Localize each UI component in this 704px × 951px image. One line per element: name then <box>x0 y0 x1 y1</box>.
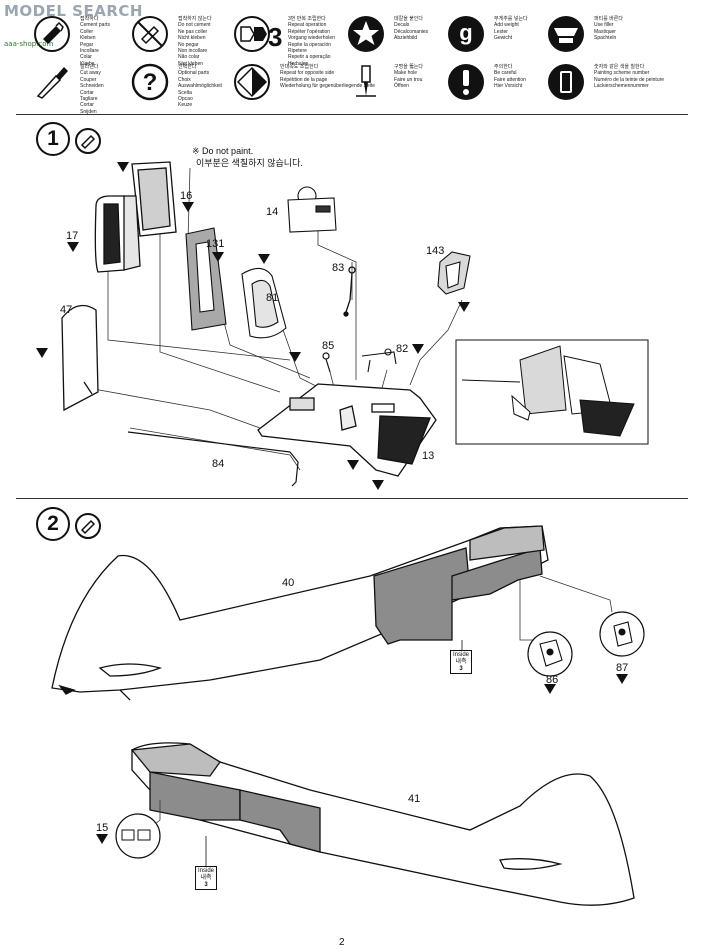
part-82-label: 82 <box>396 343 409 355</box>
step-divider <box>16 498 688 499</box>
step-2-glue-icon <box>75 513 101 539</box>
step-2-number: 2 <box>36 507 70 541</box>
part-81-label: 81 <box>266 292 279 304</box>
do-not-paint-note-ko: 이부분은 색칠하지 않습니다. <box>196 158 303 168</box>
part-14-label: 14 <box>266 206 279 218</box>
part-16-label: 16 <box>180 190 193 202</box>
watermark-brand: MODEL SEARCH <box>4 2 143 20</box>
no-glue-icon <box>132 16 168 52</box>
legend-divider <box>16 114 688 115</box>
use-filler-icon <box>548 16 584 52</box>
repeat-count: 3 <box>268 22 283 52</box>
step-1-number: 1 <box>36 122 70 156</box>
part-87-label: 87 <box>616 662 629 674</box>
part-40-label: 40 <box>282 577 295 589</box>
part-143-label: 143 <box>426 245 445 257</box>
part-86-label: 86 <box>546 674 559 686</box>
opposite-side-icon <box>234 64 270 100</box>
part-15-label: 15 <box>96 822 109 834</box>
paint-number-icon <box>548 64 584 100</box>
optional-parts-icon: ? <box>131 63 169 101</box>
svg-text:g: g <box>459 20 472 45</box>
part-47-label: 47 <box>60 304 73 316</box>
part-41-label: 41 <box>408 793 421 805</box>
inside-marker-lower: Inside 내측 3 <box>195 866 217 890</box>
do-not-paint-note-en: ※ Do not paint. <box>192 146 254 156</box>
be-careful-icon <box>448 64 484 100</box>
page-number: 2 <box>339 937 345 948</box>
cut-away-icon <box>36 67 68 99</box>
svg-text:?: ? <box>143 69 158 96</box>
glue-tube-icon <box>34 16 70 52</box>
step-1-glue-icon <box>75 128 101 154</box>
part-84-label: 84 <box>212 458 225 470</box>
decal-star-icon <box>348 16 384 52</box>
add-weight-icon: g <box>448 16 484 52</box>
part-13-label: 13 <box>422 450 435 462</box>
repeat-operation-icon <box>234 16 270 52</box>
part-131-label: 131 <box>206 238 225 250</box>
part-83-label: 83 <box>332 262 345 274</box>
inside-marker-upper: Inside 내측 3 <box>450 650 472 674</box>
drill-hole-icon <box>356 65 376 97</box>
part-17-label: 17 <box>66 230 79 242</box>
watermark-site: aaa-shop.com <box>4 40 54 48</box>
part-85-label: 85 <box>322 340 335 352</box>
